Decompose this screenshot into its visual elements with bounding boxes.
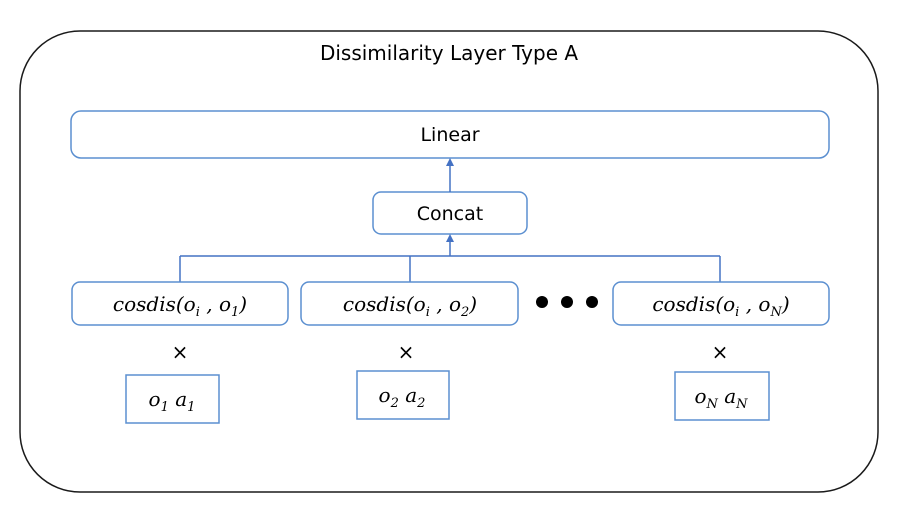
input-label-n: oN aN <box>694 384 748 412</box>
cosdis-block-1 <box>71 281 289 326</box>
times-symbol-n: × <box>712 340 729 364</box>
concat-label: Concat <box>417 203 483 225</box>
input-block-2 <box>356 370 450 420</box>
cosdis-label-n: cosdis(oi , oN) <box>652 292 789 320</box>
ellipsis-dot-1 <box>536 296 548 308</box>
input-block-1 <box>125 374 220 424</box>
times-symbol-2: × <box>398 340 415 364</box>
cosdis-label-1: cosdis(oi , o1) <box>113 292 247 320</box>
linear-label: Linear <box>420 124 479 146</box>
diagram-title: Dissimilarity Layer Type A <box>320 41 578 65</box>
input-label-2: o2 a2 <box>379 383 426 411</box>
cosdis-block-n <box>612 281 830 326</box>
cosdis-label-2: cosdis(oi , o2) <box>343 292 477 320</box>
times-symbol-1: × <box>172 340 189 364</box>
input-label-1: o1 a1 <box>149 387 196 415</box>
input-block-n <box>674 371 770 421</box>
ellipsis-dot-2 <box>561 296 573 308</box>
ellipsis-dot-3 <box>586 296 598 308</box>
cosdis-block-2 <box>300 281 519 326</box>
